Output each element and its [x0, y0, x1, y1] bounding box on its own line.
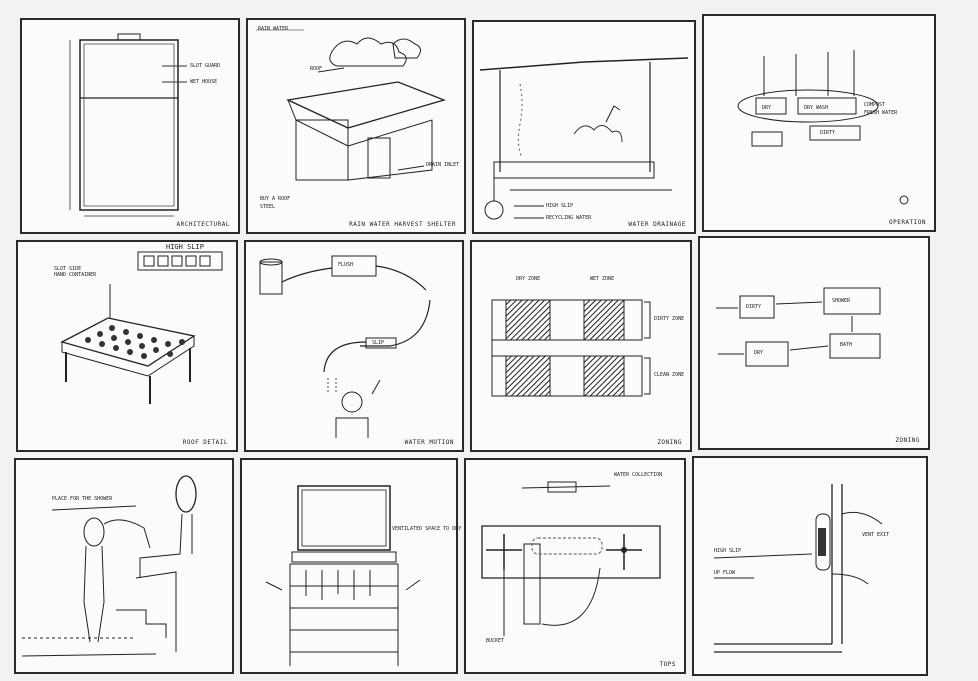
- panel-architectural: SLOT GUARD WET HOUSE ARCHITECTURAL: [20, 18, 240, 234]
- section-sketch: [694, 458, 926, 674]
- panel-caption: ZONING: [657, 439, 682, 446]
- water-motion-sketch: [246, 242, 462, 450]
- label-bath: BATH: [840, 342, 852, 348]
- label-shower: SHOWER: [832, 298, 850, 304]
- label-flush: FLUSH: [338, 262, 353, 268]
- table-sketch: [18, 242, 236, 450]
- panel-roof-detail: HIGH SLIP SLOT SIDE HAND CONTAINER ROOF …: [16, 240, 238, 452]
- label-compost: COMPOST: [864, 102, 885, 108]
- panel-zoning-flow: DIRTY SHOWER DRY BATH ZONING: [698, 236, 930, 450]
- elevation-sketch: [22, 20, 238, 232]
- drying-rack-sketch: [242, 460, 456, 672]
- label-clean-zone: CLEAN ZONE: [654, 372, 684, 378]
- label-up-flow: UP FLOW: [714, 570, 735, 576]
- zoning-flow-sketch: [700, 238, 928, 448]
- label-vent-exit: VENT EXIT: [862, 532, 889, 538]
- label-dirty: DIRTY: [820, 130, 835, 136]
- panel-water-drainage: HIGH SLIP RECYCLING WATER WATER DRAINAGE: [472, 20, 696, 234]
- panel-operation: DRY DRY WASH DIRTY COMPOST FRESH WATER O…: [702, 14, 936, 232]
- zoning-grid-sketch: [472, 242, 690, 450]
- label-high-slip: HIGH SLIP: [714, 548, 741, 554]
- label-slip: SLIP: [372, 340, 384, 346]
- label-place-for-the-shower: PLACE FOR THE SHOWER: [52, 496, 112, 502]
- label-wet-house: WET HOUSE: [190, 79, 217, 85]
- label-dry-wash: DRY WASH: [804, 105, 828, 111]
- label-slot-guard: SLOT GUARD: [190, 63, 220, 69]
- label-rain-water: RAIN WATER: [258, 26, 288, 32]
- panel-caption: WATER DRAINAGE: [628, 221, 686, 228]
- shower-figure-sketch: [16, 460, 232, 672]
- label-recycling-water: RECYCLING WATER: [546, 215, 591, 221]
- panel-section: HIGH SLIP UP FLOW VENT EXIT: [692, 456, 928, 676]
- panel-shower-figure: PLACE FOR THE SHOWER: [14, 458, 234, 674]
- panel-rain-harvest: RAIN WATER BUY A ROOF STEEL ROOF DRAIN I…: [246, 18, 466, 234]
- label-high-slip: HIGH SLIP: [166, 244, 204, 250]
- label-dirty: DIRTY: [746, 304, 761, 310]
- label-dry: DRY: [754, 350, 763, 356]
- panel-caption: ZONING: [895, 437, 920, 444]
- label-high-slip: HIGH SLIP: [546, 203, 573, 209]
- drainage-sketch: [474, 22, 694, 232]
- panel-caption: RAIN WATER HARVEST SHELTER: [349, 221, 456, 228]
- panel-tops: WATER COLLECTION BUCKET TOPS: [464, 458, 686, 674]
- label-dry: DRY: [762, 105, 771, 111]
- panel-caption: ARCHITECTURAL: [177, 221, 230, 228]
- label-fresh-water: FRESH WATER: [864, 110, 897, 116]
- label-steel: STEEL: [260, 204, 275, 210]
- panel-caption: OPERATION: [889, 219, 926, 226]
- panel-caption: TOPS: [660, 661, 676, 668]
- panel-drying-rack: VENTILATED SPACE TO DRY CLOTHES: [240, 458, 458, 674]
- label-water-collection: WATER COLLECTION: [614, 472, 662, 478]
- label-bucket: BUCKET: [486, 638, 504, 644]
- panel-caption: WATER MOTION: [405, 439, 454, 446]
- label-buy-a-roof: BUY A ROOF: [260, 196, 290, 202]
- label-wet-zone: WET ZONE: [590, 276, 614, 282]
- operation-flow-sketch: [704, 16, 934, 230]
- label-roof: ROOF: [310, 66, 322, 72]
- label-dry-zone: DRY ZONE: [516, 276, 540, 282]
- panel-water-motion: FLUSH SLIP WATER MOTION: [244, 240, 464, 452]
- label-hand-container: HAND CONTAINER: [54, 272, 96, 278]
- label-dirty-zone: DIRTY ZONE: [654, 316, 684, 322]
- label-drain-inlet: DRAIN INLET: [426, 162, 459, 168]
- panel-caption: ROOF DETAIL: [183, 439, 228, 446]
- panel-zoning-grid: DRY ZONE WET ZONE DIRTY ZONE CLEAN ZONE …: [470, 240, 692, 452]
